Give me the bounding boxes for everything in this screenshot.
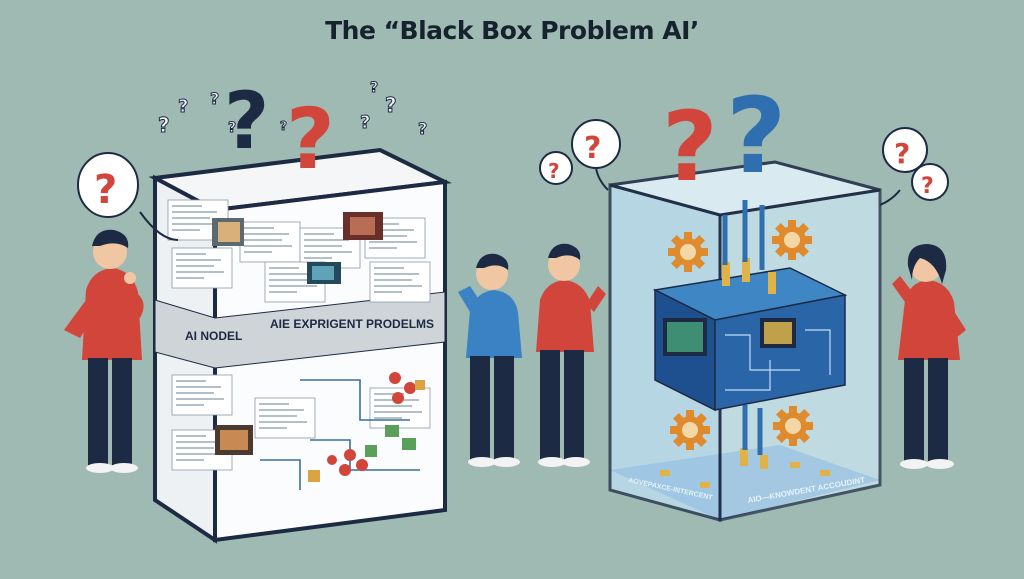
gear-icon [772, 220, 812, 260]
document-icon [171, 374, 233, 416]
page-title: The “Black Box Problem AI’ [325, 16, 699, 45]
question-mark-icon: ? [548, 159, 560, 183]
question-mark-icon: ? [385, 93, 397, 117]
document-icon [239, 221, 301, 263]
question-mark-icon: ? [224, 77, 269, 167]
right-glass-box: AOVEPAXCE-INTERCENT AIO—KNOWDENT ACCOUDI… [608, 160, 882, 522]
person-thinking-red-middle [536, 243, 606, 467]
right-box-top [609, 160, 881, 217]
question-mark-icon: ? [894, 137, 910, 170]
question-mark-icon: ? [286, 90, 335, 188]
document-icon [369, 261, 431, 303]
question-marks-left: ? ? ? ? ? ? ? ? ? ? ? [158, 77, 428, 188]
question-mark-icon: ? [94, 167, 117, 213]
thought-bubble-left: ? [77, 152, 179, 241]
gear-icon [668, 232, 708, 272]
left-box-band [154, 291, 446, 369]
question-mark-icon: ? [228, 120, 236, 136]
question-mark-icon: ? [178, 96, 188, 117]
question-mark-icon: ? [418, 119, 427, 138]
person-thinking-blue [458, 253, 522, 467]
document-icon [254, 397, 316, 439]
question-mark-icon: ? [360, 112, 370, 133]
left-black-box: AI NODEL AIE EXPRIGENT PRODELMS [148, 147, 452, 544]
thought-bubbles-right-box: ? ? ? ? [539, 119, 949, 206]
label-emergent-problems: AIE EXPRIGENT PRODELMS [270, 317, 434, 331]
document-icon [171, 247, 233, 289]
question-mark-icon: ? [158, 113, 170, 137]
question-mark-icon: ? [210, 89, 219, 108]
question-mark-icon: ? [662, 91, 718, 203]
label-ai-model: AI NODEL [185, 329, 242, 343]
question-mark-icon: ? [280, 119, 287, 133]
question-mark-icon: ? [726, 75, 786, 197]
question-mark-icon: ? [584, 131, 601, 166]
person-thinking-left [64, 229, 144, 473]
person-thinking-right [892, 244, 966, 469]
question-marks-right: ? ? [662, 75, 786, 203]
gear-icon [773, 406, 813, 446]
question-mark-icon: ? [370, 80, 378, 96]
question-mark-icon: ? [921, 174, 934, 199]
gear-icon [670, 410, 710, 450]
